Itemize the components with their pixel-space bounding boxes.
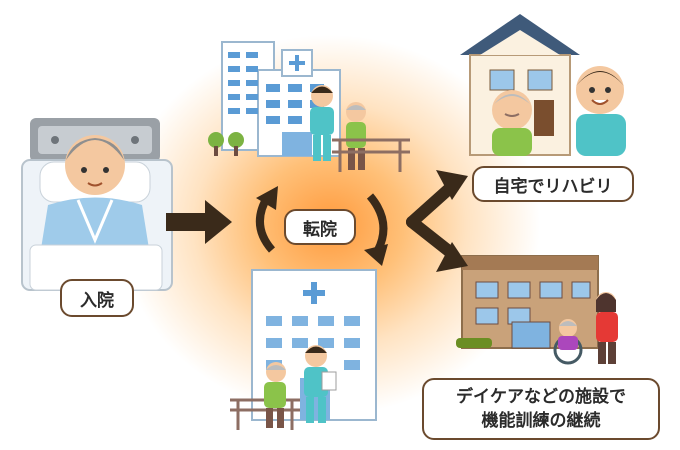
- label-daycare: デイケアなどの施設で 機能訓練の継続: [422, 378, 660, 440]
- label-transfer: 転院: [284, 209, 356, 245]
- arrow-admission-to-transfer: [166, 200, 232, 244]
- branch-arrowheads: [436, 170, 468, 272]
- patient-in-bed-illustration: [21, 118, 173, 291]
- daycare-facility-illustration: [456, 255, 618, 365]
- label-daycare-line2: 機能訓練の継続: [481, 411, 601, 431]
- hospital-bottom-illustration: [230, 269, 377, 430]
- home-illustration: [460, 14, 626, 156]
- label-admission: 入院: [60, 279, 134, 317]
- hospital-top-illustration: [208, 41, 410, 172]
- cycle-arrowheads: [256, 186, 388, 266]
- label-daycare-line1: デイケアなどの施設で: [456, 387, 626, 407]
- arrow-branch-double: [406, 182, 456, 258]
- label-home-rehab: 自宅でリハビリ: [472, 166, 634, 202]
